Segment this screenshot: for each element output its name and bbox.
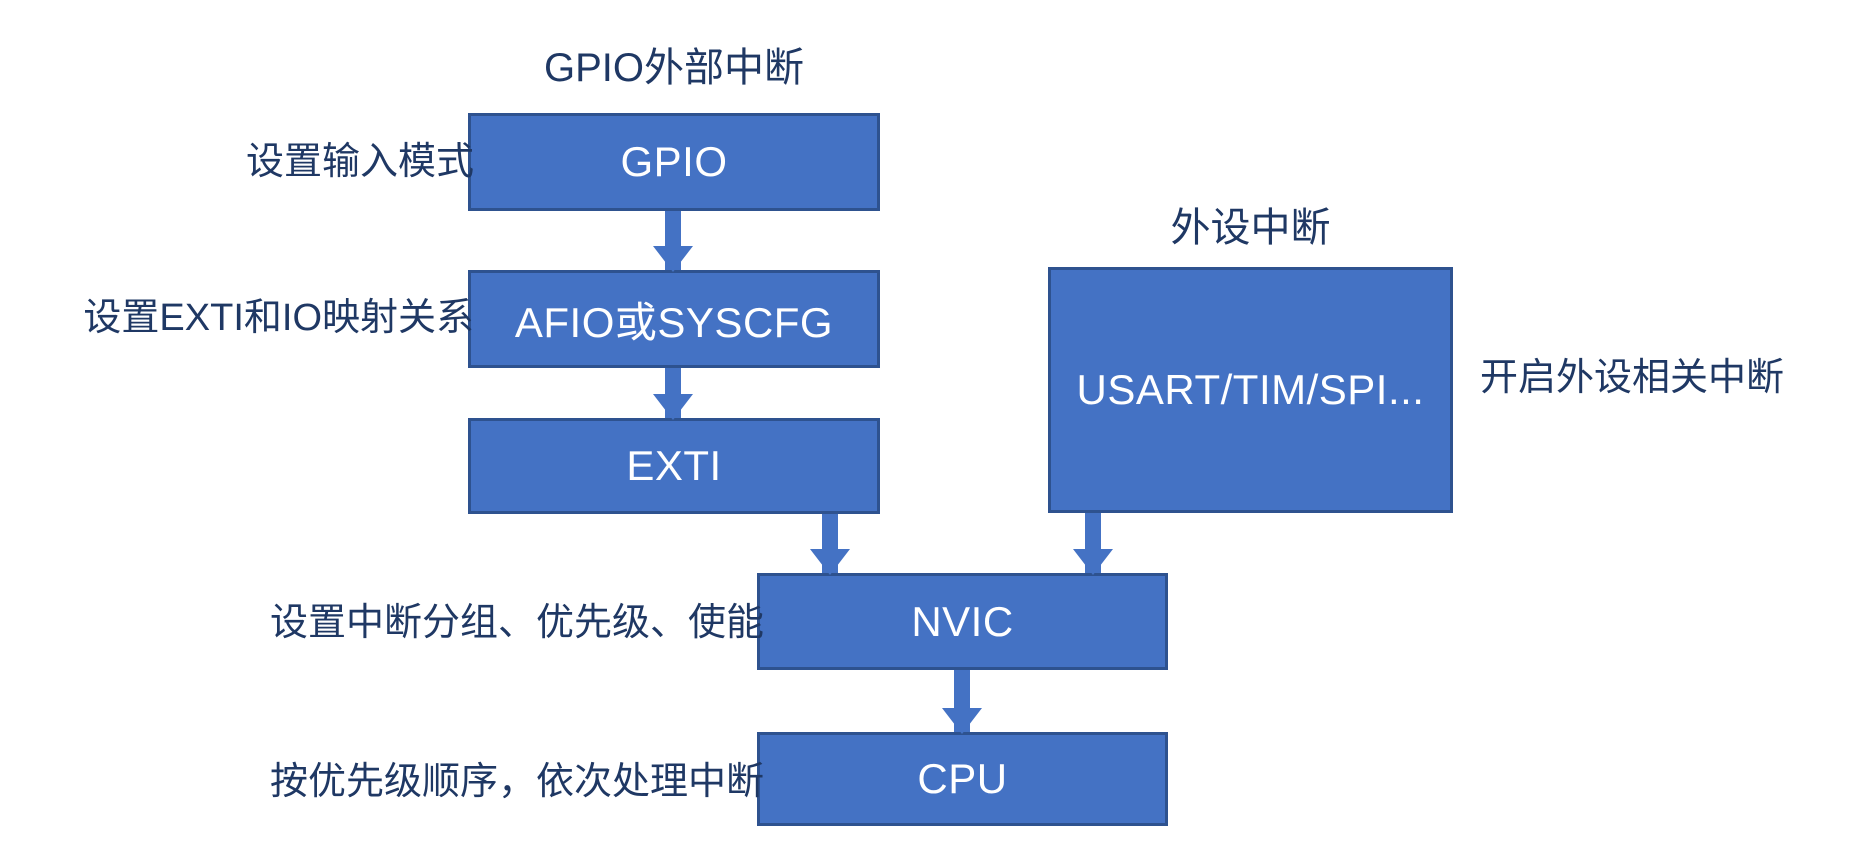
block-afio-syscfg: AFIO或SYSCFG bbox=[468, 270, 880, 368]
annotation-nvic-group-priority-enable: 设置中断分组、优先级、使能 bbox=[269, 602, 764, 644]
annotation-gpio-input-mode: 设置输入模式 bbox=[245, 141, 474, 183]
annotation-exti-io-mapping: 设置EXTI和IO映射关系 bbox=[83, 297, 474, 339]
block-gpio: GPIO bbox=[468, 113, 880, 211]
block-exti: EXTI bbox=[468, 418, 880, 514]
block-nvic: NVIC bbox=[757, 573, 1168, 670]
gpio-section-title: GPIO外部中断 bbox=[543, 46, 805, 90]
block-cpu: CPU bbox=[757, 732, 1168, 826]
annotation-enable-peripheral-interrupt: 开启外设相关中断 bbox=[1480, 357, 1785, 399]
block-peripheral: USART/TIM/SPI... bbox=[1048, 267, 1453, 513]
annotation-cpu-priority-order: 按优先级顺序，依次处理中断 bbox=[269, 761, 764, 803]
peripheral-section-title: 外设中断 bbox=[1170, 206, 1331, 250]
